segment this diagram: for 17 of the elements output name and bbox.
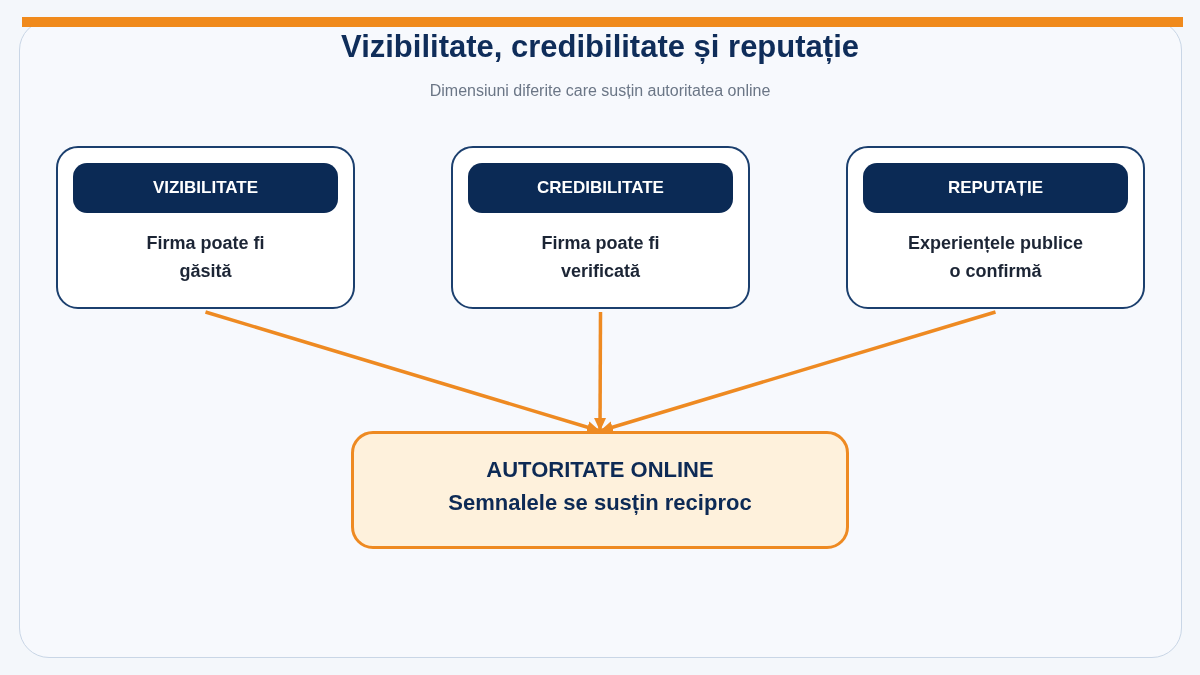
card-description: Firma poate fi verificată <box>540 232 661 283</box>
arrow <box>599 310 996 433</box>
result-box <box>351 431 849 549</box>
category-card <box>56 146 355 309</box>
category-card <box>451 146 750 309</box>
title: Vizibilitate, credibilitate și reputație <box>341 28 859 66</box>
arrow <box>205 310 601 433</box>
category-header: VIZIBILITATE <box>73 163 338 213</box>
result-title: AUTORITATE ONLINE <box>486 456 714 484</box>
result-subtitle: Semnalele se susțin reciproc <box>448 489 752 517</box>
category-header: CREDIBILITATE <box>468 163 733 213</box>
subtitle: Dimensiuni diferite care susțin autoritatea online <box>429 81 771 101</box>
card-description: Firma poate fi găsită <box>145 232 266 283</box>
category-header: REPUTAȚIE <box>863 163 1128 213</box>
arrow <box>594 312 607 431</box>
card-description: Experiențele publice o confirmă <box>906 232 1085 283</box>
category-card <box>846 146 1145 309</box>
